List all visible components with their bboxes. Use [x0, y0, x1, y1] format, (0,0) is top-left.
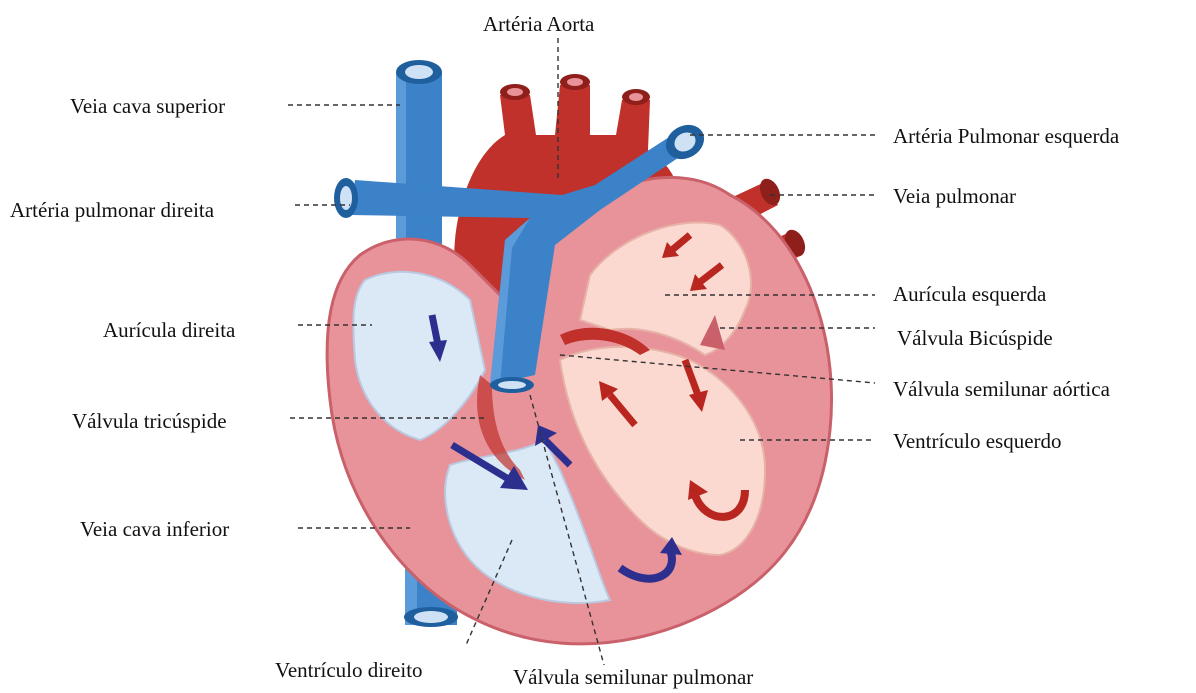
- label-ventriculo-esquerdo: Ventrículo esquerdo: [893, 429, 1062, 453]
- label-veia-cava-superior: Veia cava superior: [70, 94, 225, 118]
- label-arteria-pulmonar-esquerda: Artéria Pulmonar esquerda: [893, 124, 1119, 148]
- label-veia-cava-inferior: Veia cava inferior: [80, 517, 229, 541]
- label-ventriculo-direito: Ventrículo direito: [275, 658, 423, 682]
- label-valvula-bicuspide: Válvula Bicúspide: [897, 326, 1053, 350]
- label-veia-pulmonar: Veia pulmonar: [893, 184, 1016, 208]
- label-arteria-pulmonar-direita: Artéria pulmonar direita: [10, 198, 214, 222]
- label-arteria-aorta: Artéria Aorta: [483, 12, 594, 36]
- label-auricula-esquerda: Aurícula esquerda: [893, 282, 1046, 306]
- label-valvula-tricuspide: Válvula tricúspide: [72, 409, 227, 433]
- label-valvula-semilunar-aortica: Válvula semilunar aórtica: [893, 377, 1110, 401]
- label-valvula-semilunar-pulmonar: Válvula semilunar pulmonar: [513, 665, 753, 689]
- label-auricula-direita: Aurícula direita: [103, 318, 235, 342]
